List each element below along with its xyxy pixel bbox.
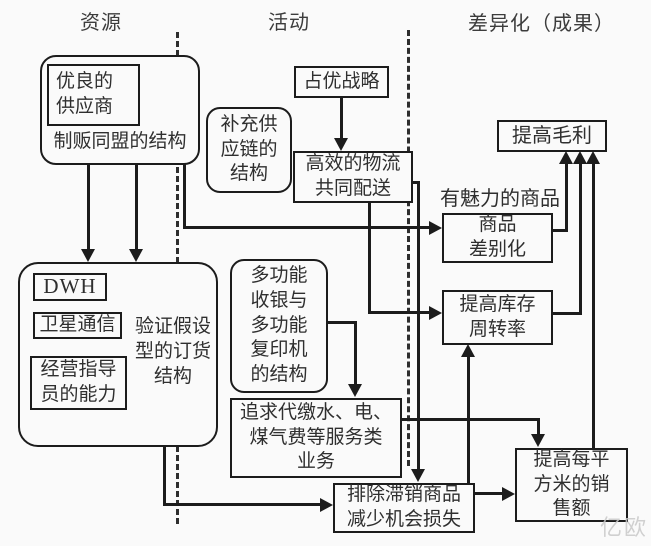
line-differentiation-to-profit-h [553,229,568,232]
column-divider-activities-results [407,30,410,466]
arrowhead-alliance-to-dwh-left [81,249,95,262]
line-alliance-to-dwh-right [135,165,138,249]
satellite-communication-box: 卫星通信 [33,312,122,339]
arrowhead-alliance-to-differentiation [429,221,442,235]
dwh-box: DWH [33,273,107,301]
arrowhead-strategy-to-logistics [334,138,348,151]
attractive-goods-label: 有魅力的商品 [440,188,560,210]
line-logistics-to-turnover-h [368,311,429,314]
line-alliance-to-dwh-left [87,165,90,249]
line-exclusion-to-sales [475,492,502,495]
arrowhead-verification-to-exclusion [320,498,333,512]
verification-order-structure-label: 验证假设 型的订货 结构 [134,316,211,388]
line-alliance-to-differentiation-v [183,163,186,229]
good-supplier-box: 优良的 供应商 [47,64,140,126]
arrowhead-turnover-to-profit [573,151,587,164]
dominant-strategy-box: 占优战略 [294,66,389,98]
arrowhead-multifunction-to-agency [348,384,362,397]
line-logistics-to-turnover-v [368,203,371,311]
line-agency-to-sales-v [537,418,540,435]
line-differentiation-to-profit-v [565,164,568,232]
line-verification-to-exclusion-v [163,447,166,506]
line-logistics-to-exclusion-stub [412,181,420,184]
line-turnover-to-profit-h [553,312,582,315]
agency-payment-services-box: 追求代缴水、电、 煤气费等服务类 业务 [230,398,402,478]
line-multifunction-to-agency-v [354,321,357,384]
arrowhead-alliance-to-dwh-right [129,249,143,262]
exclude-slow-goods-box: 排除滞销商品 减少机会损失 [333,483,475,533]
line-turnover-to-profit-v [579,164,582,315]
line-verification-to-exclusion-h [163,503,320,506]
column-header-results: 差异化（成果） [468,13,615,35]
column-header-resources: 资源 [80,12,122,34]
arrowhead-agency-to-sales [531,434,545,447]
line-logistics-to-exclusion-v [417,181,420,469]
inventory-turnover-box: 提高库存 周转率 [442,290,553,345]
arrowhead-exclusion-to-sales [502,487,515,501]
arrowhead-logistics-to-exclusion [411,469,425,482]
logistics-codelivery-box: 高效的物流 共同配送 [293,151,413,203]
advisor-capability-box: 经营指导 员的能力 [30,356,127,410]
multifunction-register-copier-box: 多功能 收银与 多功能 复印机 的结构 [230,259,328,393]
arrowhead-exclusion-to-turnover [461,344,475,357]
line-agency-to-sales-h [402,418,540,421]
arrowhead-logistics-to-turnover [429,306,442,320]
alliance-structure-label: 制贩同盟的结构 [53,131,187,152]
product-differentiation-box: 商品 差别化 [442,213,553,263]
line-alliance-to-differentiation-h [183,226,429,229]
column-header-activities: 活动 [268,12,310,34]
line-sales-to-profit [592,164,595,448]
arrowhead-differentiation-to-profit [559,151,573,164]
increase-gross-profit-box: 提高毛利 [497,120,607,152]
supply-chain-structure-box: 补充供 应链的 结构 [206,107,292,193]
arrowhead-sales-to-profit [586,151,600,164]
line-multifunction-to-agency-h [328,321,357,324]
line-strategy-to-logistics [340,98,343,139]
watermark: 亿欧 [599,515,648,540]
sales-per-sqm-box: 提高每平 方米的销 售额 [515,448,628,522]
